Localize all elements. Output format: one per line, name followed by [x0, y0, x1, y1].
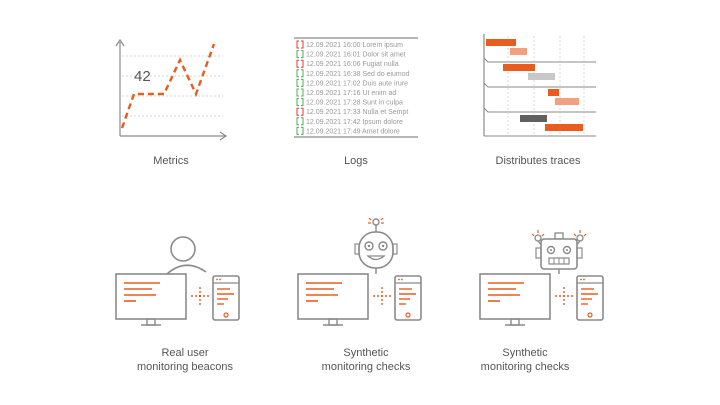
synthetic1-caption-line1: Synthetic [343, 347, 389, 359]
ok-marker-icon [296, 98, 299, 107]
log-entry-text: 12.09.2021 17:02 Duis aute irure [306, 80, 408, 87]
trace-span [486, 39, 516, 46]
trace-span [520, 115, 547, 122]
log-entry: 12.09.2021 16:01 Dolor sit amet [296, 50, 406, 59]
trace-span [555, 98, 579, 105]
log-entry: 12.09.2021 17:49 Amet dolore [296, 126, 400, 135]
metrics-chart-icon: 42 [115, 38, 228, 141]
synthetic-monitoring-robot-alert-icon [479, 230, 604, 326]
log-entry-text: 12.09.2021 17:42 Ipsum dolore [306, 119, 403, 126]
log-entry-text: 12.09.2021 17:49 Amet dolore [306, 128, 400, 135]
error-marker-icon [296, 59, 299, 68]
synthetic1-caption-line2: monitoring checks [321, 361, 411, 373]
error-marker-icon [296, 40, 299, 49]
log-entry-text: 12.09.2021 16:06 Fugiat nulla [306, 61, 399, 68]
metrics-value: 42 [134, 68, 151, 85]
ok-marker-icon [296, 78, 299, 87]
synthetic-monitoring-robot-icon [297, 217, 422, 326]
ok-marker-icon [296, 117, 299, 126]
error-marker-icon [296, 107, 299, 116]
log-entry-text: 12.09.2021 16:38 Sed do eiumod [306, 71, 410, 78]
trace-span [548, 89, 559, 96]
log-entry: 12.09.2021 17:28 Sunt in culpa [296, 98, 403, 107]
logs-caption: Logs [344, 155, 368, 167]
log-entry-text: 12.09.2021 17:28 Sunt in culpa [306, 100, 403, 107]
traces-gantt-icon [483, 34, 596, 137]
log-entry-text: 12.09.2021 17:33 Nulla et Sempt [306, 109, 408, 116]
trace-span [503, 64, 535, 71]
synthetic2-caption-line2: monitoring checks [480, 361, 570, 373]
ok-marker-icon [296, 50, 299, 59]
log-entry: 12.09.2021 16:06 Fugiat nulla [296, 59, 399, 68]
metrics-caption: Metrics [153, 155, 189, 167]
rum-caption-line1: Real user [161, 347, 209, 359]
log-entry: 12.09.2021 17:02 Duis aute irure [296, 78, 408, 87]
log-entry: 12.09.2021 16:00 Lorem ipsum [296, 40, 403, 49]
ok-marker-icon [296, 126, 299, 135]
ok-marker-icon [296, 69, 299, 78]
ok-marker-icon [296, 88, 299, 97]
synthetic2-caption: Synthetic monitoring checks [425, 346, 625, 374]
log-entry-text: 12.09.2021 16:01 Dolor sit amet [306, 52, 406, 59]
log-entry: 12.09.2021 17:42 Ipsum dolore [296, 117, 403, 126]
log-entry-text: 12.09.2021 16:00 Lorem ipsum [306, 42, 403, 49]
log-entry: 12.09.2021 17:33 Nulla et Sempt [296, 107, 408, 116]
trace-span [528, 73, 555, 80]
synthetic1-caption: Synthetic monitoring checks [266, 346, 466, 374]
logs-list-icon: 12.09.2021 16:00 Lorem ipsum 12.09.2021 1… [294, 37, 418, 138]
rum-caption-line2: monitoring beacons [136, 361, 233, 373]
rum-caption: Real user monitoring beacons [85, 346, 285, 374]
log-entry: 12.09.2021 16:38 Sed do eiumod [296, 69, 410, 78]
synthetic2-caption-line1: Synthetic [502, 347, 548, 359]
traces-caption: Distributes traces [495, 155, 581, 167]
real-user-monitoring-icon [115, 236, 240, 326]
trace-span [545, 124, 583, 131]
log-entry-text: 12.09.2021 17:16 Ut enim ad [306, 90, 396, 97]
log-entry: 12.09.2021 17:16 Ut enim ad [296, 88, 396, 97]
trace-span [510, 48, 527, 55]
